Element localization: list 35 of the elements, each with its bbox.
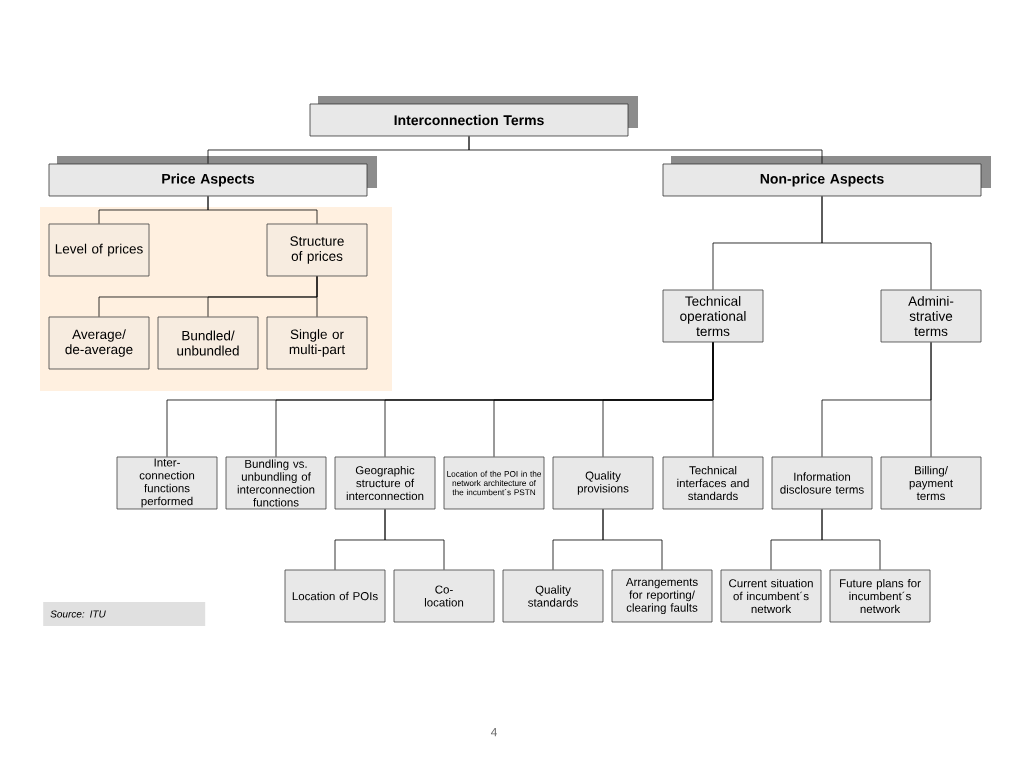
connector: [821, 509, 881, 570]
heading-box: Price Aspects: [48, 163, 368, 197]
price-box: Structure of prices: [266, 223, 368, 277]
price-box: Bundled/ unbundled: [157, 316, 259, 370]
term-box: Arrangements for reporting/ clearing faults: [611, 569, 713, 623]
term-box: Geographic structure of interconnection: [334, 456, 436, 510]
heading-box: Interconnection Terms: [309, 103, 629, 137]
price-box: Level of prices: [48, 223, 150, 277]
term-box: Admini- strative terms: [880, 289, 982, 343]
term-box: Information disclosure terms: [771, 456, 873, 510]
heading-box: Non-price Aspects: [662, 163, 982, 197]
term-box: Current situation of incumbent´s network: [720, 569, 822, 623]
source-note: Source: ITU: [43, 602, 206, 626]
connector: [384, 509, 445, 570]
connector: [930, 342, 932, 457]
term-box: Future plans for incumbent´s network: [829, 569, 931, 623]
connector: [207, 196, 318, 224]
connector: [712, 342, 714, 457]
term-box: Location of POIs: [284, 569, 386, 623]
term-box: Billing/ payment terms: [880, 456, 982, 510]
term-box: Quality provisions: [552, 456, 654, 510]
page-number: 4: [490, 727, 497, 737]
term-box: Quality standards: [502, 569, 604, 623]
connector: [821, 196, 932, 290]
term-box: Location of the POI in the network architecture of the incumbent´s PSTN: [443, 456, 545, 510]
price-box: Average/ de-average: [48, 316, 150, 370]
term-box: Technical interfaces and standards: [662, 456, 764, 510]
term-box: Co- location: [393, 569, 495, 623]
connector: [602, 509, 663, 570]
price-box: Single or multi-part: [266, 316, 368, 370]
connector: [468, 136, 823, 164]
connector: [316, 276, 318, 317]
term-box: Inter- connection functions performed: [116, 456, 218, 510]
term-box: Bundling vs. unbundling of interconnection functions: [225, 456, 327, 510]
term-box: Technical operational terms: [662, 289, 764, 343]
